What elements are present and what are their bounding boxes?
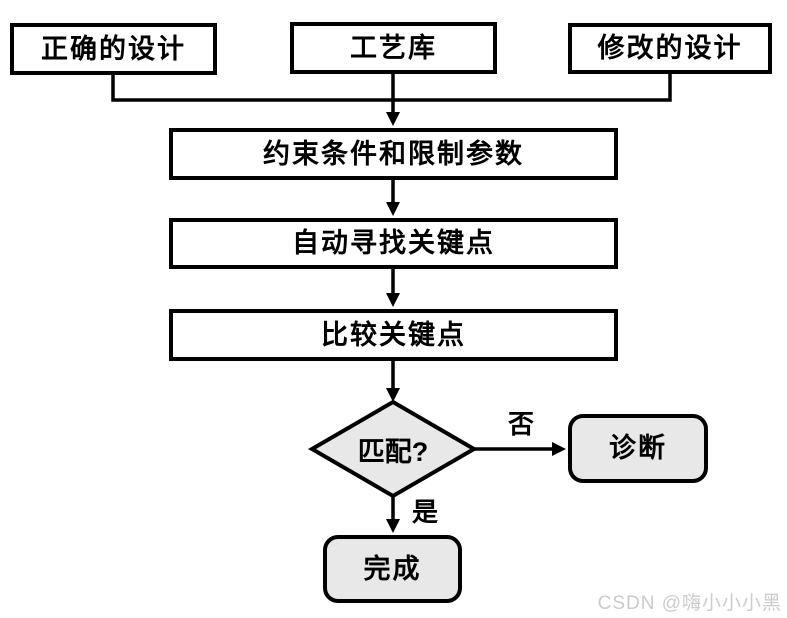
- node-find-keypoints: 自动寻找关键点: [169, 218, 618, 269]
- node-process-library: 工艺库: [290, 22, 497, 74]
- csdn-watermark: CSDN @嗨小小小黑: [597, 593, 782, 614]
- arrowhead-into-constraints: [386, 112, 400, 126]
- arrowhead-into-diagnosis: [552, 442, 566, 456]
- node-modified-design: 修改的设计: [568, 23, 772, 74]
- edge-top-merge-bus: [111, 73, 672, 102]
- edge-label-yes: 是: [411, 497, 438, 527]
- arrowhead-into-complete: [386, 519, 400, 533]
- node-complete: 完成: [323, 535, 462, 603]
- arrowhead-into-decision: [386, 388, 400, 402]
- node-correct-design: 正确的设计: [10, 23, 217, 75]
- arrowhead-into-compare: [386, 293, 400, 307]
- decision-match-label: 匹配?: [357, 436, 429, 467]
- node-constraints-parameters: 约束条件和限制参数: [169, 128, 618, 180]
- node-compare-keypoints: 比较关键点: [169, 309, 618, 361]
- edge-label-no: 否: [507, 409, 534, 439]
- arrowhead-into-find: [386, 202, 400, 216]
- node-diagnosis: 诊断: [568, 414, 708, 483]
